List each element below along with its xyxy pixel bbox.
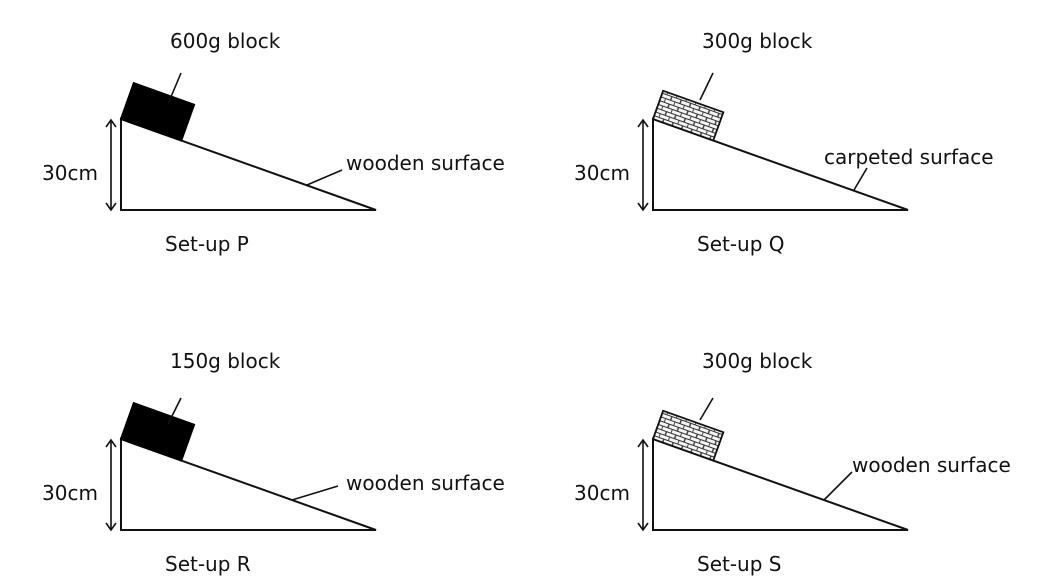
setup-caption: Set-up P [165,232,249,256]
height-arrow [637,118,649,212]
block-leader-line [699,72,714,101]
setup-s: 300g block 30cm wooden surface Set-up S [574,349,1011,576]
setup-caption: Set-up R [165,552,251,576]
block-leader-line [167,72,182,105]
setup-r: 150g block 30cm wooden surface Set-up R [42,349,505,576]
surface-leader-line [853,167,868,191]
block-solid [119,81,196,142]
block-brick [651,409,725,462]
block-label: 300g block [702,29,813,53]
height-label: 30cm [574,481,630,505]
ramp-triangle [120,117,377,211]
surface-label: wooden surface [346,471,505,495]
ramp-triangle [652,437,909,531]
block-solid [119,401,196,462]
block-label: 150g block [170,349,281,373]
setup-q: 300g block 30cm carpeted surface Set-up … [574,29,994,256]
height-label: 30cm [42,481,98,505]
height-label: 30cm [42,161,98,185]
height-arrow [105,438,117,532]
height-arrow [105,118,117,212]
block-leader-line [167,397,182,425]
surface-leader-line [823,471,853,501]
setup-caption: Set-up Q [697,232,785,256]
surface-label: wooden surface [346,151,505,175]
surface-leader-line [291,485,339,501]
setup-caption: Set-up S [697,552,781,576]
surface-leader-line [306,169,343,186]
surface-label: wooden surface [852,453,1011,477]
setup-p: 600g block 30cm wooden surface Set-up P [42,29,505,256]
height-label: 30cm [574,161,630,185]
surface-label: carpeted surface [824,145,994,169]
block-label: 300g block [702,349,813,373]
block-leader-line [699,397,714,421]
ramp-triangle [652,117,909,211]
block-label: 600g block [170,29,281,53]
block-brick [651,89,725,142]
height-arrow [637,438,649,532]
ramp-triangle [120,437,377,531]
